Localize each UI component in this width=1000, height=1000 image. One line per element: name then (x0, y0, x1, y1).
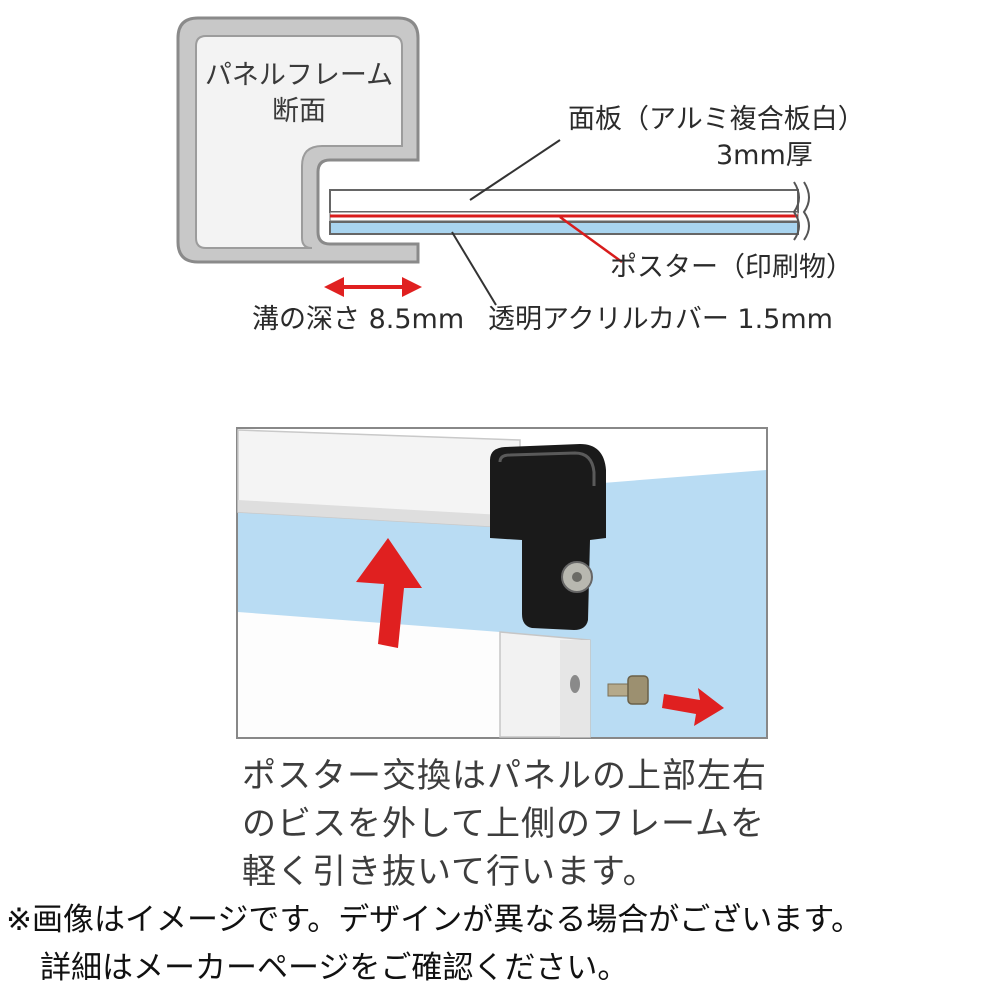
removed-screw-head (627, 675, 649, 705)
poster-label: ポスター（印刷物） (610, 252, 853, 283)
cap-screw-center (572, 572, 582, 582)
frame-title: パネルフレーム 断面 (196, 58, 402, 131)
instruction-line: ポスター交換はパネルの上部左右 (242, 756, 767, 796)
acrylic-cover-label: 透明アクリルカバー 1.5mm (488, 304, 833, 335)
groove-arrow-head-right (402, 277, 422, 297)
screw-hole (570, 675, 580, 693)
groove-arrow-head-left (324, 277, 344, 297)
face-plate-thickness-label: 3mm厚 (716, 140, 813, 171)
instruction-text: ポスター交換はパネルの上部左右 のビスを外して上側のフレームを 軽く引き抜いて行… (242, 752, 767, 896)
acrylic-cover-layer (329, 221, 799, 235)
disclaimer-line1: ※画像はイメージです。デザインが異なる場合がございます。 (6, 902, 863, 938)
panel-frame-inner (195, 35, 403, 249)
instruction-line: のビスを外して上側のフレームを (242, 804, 765, 844)
lift-up-arrow (356, 538, 422, 648)
poster-surface (238, 612, 500, 737)
face-plate-layer (329, 189, 799, 213)
break-mark (802, 181, 810, 241)
frame-title-line1: パネルフレーム (204, 60, 394, 91)
disclaimer-line2: 詳細はメーカーページをご確認ください。 (40, 950, 629, 986)
acrylic-leader (451, 231, 497, 306)
removed-screw-shaft (607, 683, 631, 697)
top-frame-bar-edge (238, 500, 520, 528)
frame-title-line2: 断面 (272, 96, 326, 128)
poster-leader (559, 215, 623, 264)
face-plate-leader (469, 139, 561, 201)
break-mark (792, 181, 800, 241)
instruction-line: 軽く引き抜いて行います。 (242, 852, 658, 892)
pull-out-arrow (662, 688, 724, 726)
corner-cap-highlight (498, 451, 596, 486)
groove-depth-label: 溝の深さ 8.5mm (252, 304, 465, 335)
face-plate-label: 面板（アルミ複合板白） (568, 104, 865, 135)
